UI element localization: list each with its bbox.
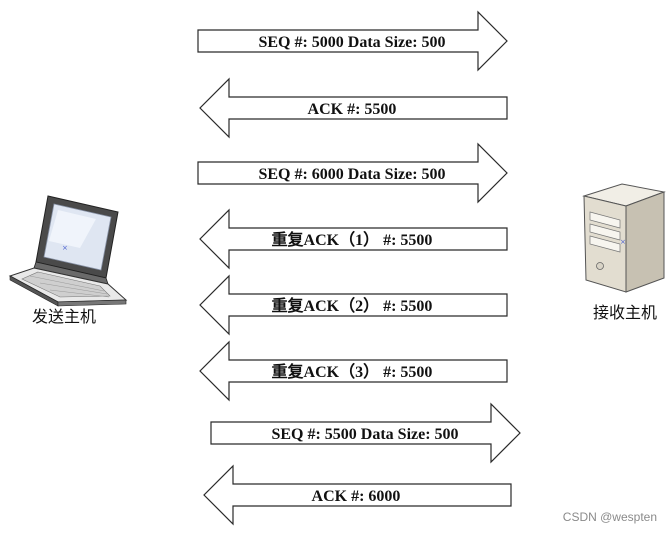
sender-label: 发送主机	[32, 307, 96, 326]
message-arrow-dup-ack-2: 重复ACK（2） #: 5500	[199, 274, 508, 336]
message-label: SEQ #: 6000 Data Size: 500	[258, 166, 445, 183]
right-arrow-icon	[210, 402, 521, 464]
receiver-label: 接收主机	[593, 303, 657, 322]
server-icon: ×	[582, 183, 666, 293]
message-label: 重复ACK（3） #: 5500	[272, 362, 433, 381]
left-arrow-icon	[199, 77, 508, 139]
watermark: CSDN @wespten	[563, 510, 657, 524]
receiver-host: × 接收主机	[582, 183, 666, 322]
message-arrow-ack-5500: ACK #: 5500	[199, 77, 508, 139]
message-label: SEQ #: 5000 Data Size: 500	[258, 34, 445, 51]
svg-text:×: ×	[620, 238, 626, 246]
right-arrow-icon	[197, 142, 508, 204]
message-arrow-seq-5500: SEQ #: 5500 Data Size: 500	[210, 402, 521, 464]
message-arrow-dup-ack-3: 重复ACK（3） #: 5500	[199, 340, 508, 402]
message-arrow-seq-5000: SEQ #: 5000 Data Size: 500	[197, 10, 508, 72]
message-label: ACK #: 6000	[312, 488, 401, 505]
message-label: ACK #: 5500	[308, 101, 397, 118]
left-arrow-icon	[199, 340, 508, 402]
message-label: 重复ACK（1） #: 5500	[272, 230, 433, 249]
message-arrow-seq-6000: SEQ #: 6000 Data Size: 500	[197, 142, 508, 204]
laptop-icon: ×	[8, 195, 128, 307]
message-arrow-ack-6000: ACK #: 6000	[203, 464, 512, 526]
left-arrow-icon	[203, 464, 512, 526]
svg-text:×: ×	[62, 244, 68, 252]
left-arrow-icon	[199, 274, 508, 336]
message-arrow-dup-ack-1: 重复ACK（1） #: 5500	[199, 208, 508, 270]
right-arrow-icon	[197, 10, 508, 72]
message-label: 重复ACK（2） #: 5500	[272, 296, 433, 315]
left-arrow-icon	[199, 208, 508, 270]
sender-host: × 发送主机	[8, 195, 128, 326]
message-label: SEQ #: 5500 Data Size: 500	[271, 426, 458, 443]
